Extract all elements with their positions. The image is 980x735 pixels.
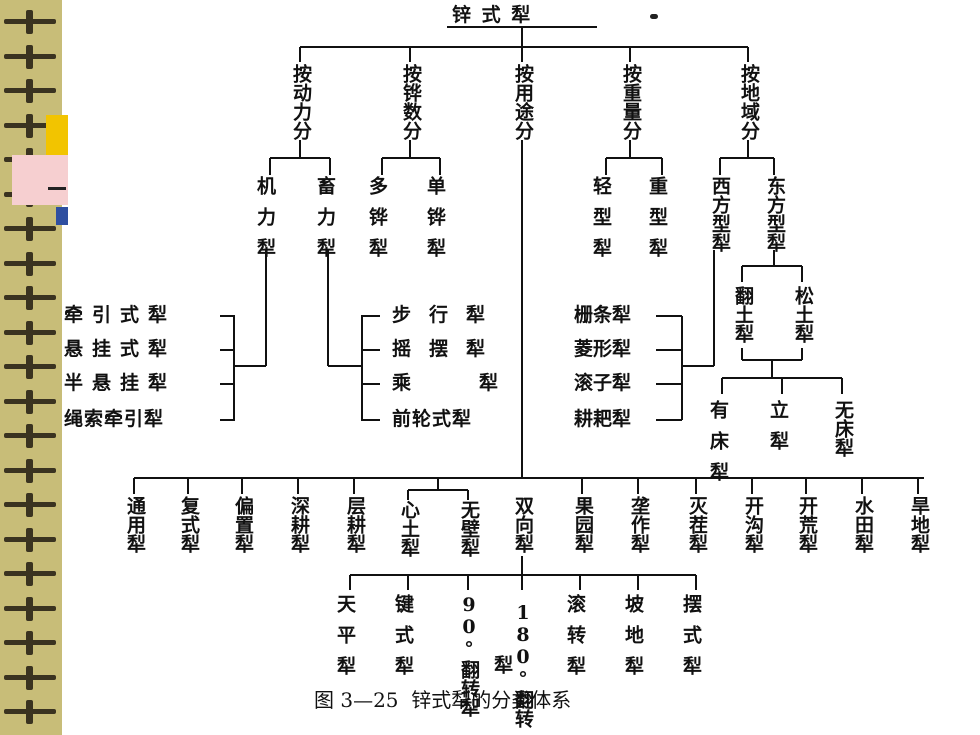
binder-ring [4, 424, 56, 448]
binder-ring [4, 113, 56, 138]
use-type: 双向犁 [512, 496, 534, 553]
binder-ring [4, 493, 56, 517]
light-type-1: 栅条犁 [574, 304, 632, 326]
loosening-plow: 松土犁 [792, 286, 814, 343]
machine-type-3: 半悬挂犁 [64, 372, 177, 394]
binder-ring [4, 286, 56, 310]
no-bed-plow: 无床犁 [832, 400, 854, 457]
heavy-plow: 重型犁 [646, 176, 668, 269]
animal-type-3: 乘犁 [392, 372, 567, 394]
binder-ring [4, 700, 56, 724]
binder-ring [4, 631, 56, 655]
animal-type-1: 步行犁 [392, 304, 504, 326]
by-weight: 按重量分 [620, 64, 642, 140]
by-power: 按动力分 [290, 64, 312, 140]
light-plow: 轻型犁 [590, 176, 612, 269]
use-type: 旱地犁 [908, 496, 930, 553]
pink-block [12, 155, 68, 205]
binder-ring [4, 10, 56, 34]
use-type: 开荒犁 [796, 496, 818, 553]
binder-ring [4, 79, 56, 103]
binder-ring [4, 527, 56, 552]
bidirectional-type: 天平犁 [334, 594, 356, 687]
binder-ring [4, 217, 56, 241]
animal-type-4: 前轮式犁 [392, 408, 473, 430]
machine-type-4: 绳索牵引犁 [64, 408, 165, 430]
turning-plow: 翻土犁 [732, 286, 754, 343]
bidirectional-type: 滚转犁 [564, 594, 586, 687]
use-type: 复式犁 [178, 496, 200, 553]
use-type: 无壁犁 [458, 500, 480, 557]
use-type: 层耕犁 [344, 496, 366, 553]
machine-type-2: 悬挂式犁 [64, 338, 177, 360]
light-type-4: 耕耙犁 [574, 408, 632, 430]
slide-decoration [12, 115, 68, 225]
figure-caption: 图 3—25 锌式犁的分类体系 [314, 688, 572, 712]
use-type: 垄作犁 [628, 496, 650, 553]
use-type: 偏置犁 [232, 496, 254, 553]
binder-ring [4, 596, 56, 621]
yellow-block [46, 115, 68, 155]
vertical-plow: 立犁 [767, 400, 789, 462]
bidirectional-type: 180°翻转犁 [491, 601, 534, 728]
use-type: 开沟犁 [742, 496, 764, 553]
bidirectional-type: 摆式犁 [680, 594, 702, 687]
use-type: 水田犁 [852, 496, 874, 553]
bidirectional-type: 坡地犁 [622, 594, 644, 687]
bidirectional-type: 键式犁 [392, 594, 414, 687]
use-type: 灭茬犁 [686, 496, 708, 553]
multi-share-plow: 多铧犁 [366, 176, 388, 269]
use-type: 深耕犁 [288, 496, 310, 553]
dash-mark [48, 187, 66, 190]
by-region: 按地域分 [738, 64, 760, 140]
by-use: 按用途分 [512, 64, 534, 140]
machine-type-1: 牵引式犁 [64, 304, 177, 326]
binder-ring [4, 665, 56, 690]
binder-ring [4, 44, 56, 69]
eastern-plow: 东方型犁 [764, 176, 786, 252]
with-bed-plow: 有床犁 [707, 400, 729, 493]
animal-type-2: 摇摆犁 [392, 338, 504, 360]
single-share-plow: 单铧犁 [424, 176, 446, 269]
light-type-3: 滚子犁 [574, 372, 632, 394]
use-type: 果园犁 [572, 496, 594, 553]
classification-tree: 锌 式 犁 按动力分 按铧数分 按用途分 按重量分 按地域分 机力犁 畜力犁 多… [62, 0, 980, 735]
blue-block [56, 207, 68, 225]
binder-ring [4, 562, 56, 586]
binder-ring [4, 355, 56, 379]
use-type: 心土犁 [398, 500, 420, 557]
use-type: 通用犁 [124, 496, 146, 553]
binder-ring [4, 458, 56, 483]
root-node: 锌 式 犁 [452, 4, 533, 26]
light-type-2: 菱形犁 [574, 338, 632, 360]
binder-ring [4, 389, 56, 414]
machine-power-plow: 机力犁 [254, 176, 276, 269]
western-plow: 西方型犁 [709, 176, 731, 252]
animal-power-plow: 畜力犁 [314, 176, 336, 269]
bidirectional-type: 90°翻转犁 [458, 594, 480, 717]
by-share-count: 按铧数分 [400, 64, 422, 140]
tree-connectors [133, 26, 924, 590]
stray-mark [650, 14, 658, 19]
binder-ring [4, 320, 56, 345]
binder-ring [4, 251, 56, 276]
